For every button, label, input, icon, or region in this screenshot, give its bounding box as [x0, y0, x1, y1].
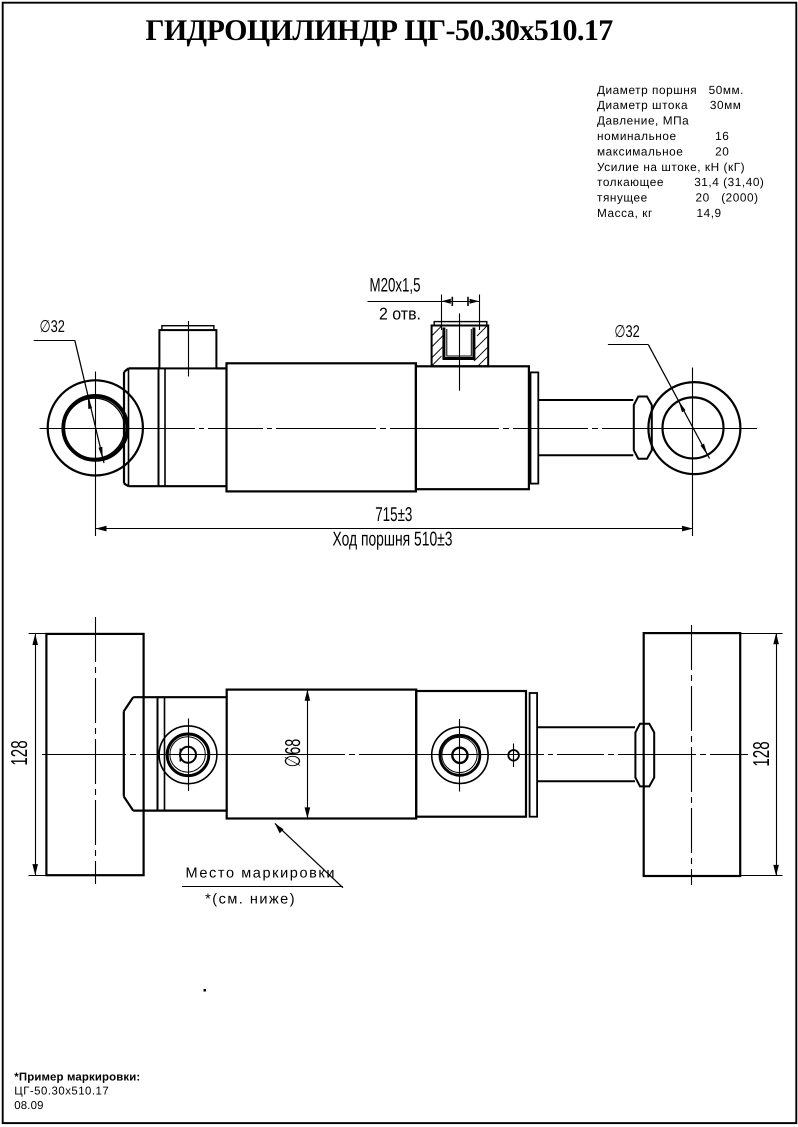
svg-text:Место маркировки: Место маркировки [186, 866, 337, 882]
svg-text:50мм.: 50мм. [709, 83, 744, 97]
svg-text:20 (2000): 20 (2000) [696, 191, 759, 205]
svg-text:Диаметр поршня: Диаметр поршня [597, 83, 697, 97]
svg-text:ГИДРОЦИЛИНДР ЦГ-50.30х510.17: ГИДРОЦИЛИНДР ЦГ-50.30х510.17 [145, 14, 613, 47]
svg-text:08.09: 08.09 [14, 1100, 43, 1112]
svg-text:∅32: ∅32 [614, 322, 639, 341]
svg-text:14,9: 14,9 [697, 206, 722, 220]
svg-text:30мм: 30мм [710, 98, 742, 112]
svg-text:20: 20 [715, 144, 729, 158]
svg-text:16: 16 [715, 129, 729, 143]
svg-text:Давление, МПа: Давление, МПа [597, 114, 689, 128]
svg-text:715±3: 715±3 [375, 504, 412, 526]
svg-text:тянущее: тянущее [597, 191, 648, 205]
svg-text:*Пример маркировки:: *Пример маркировки: [14, 1071, 140, 1083]
svg-text:ЦГ-50.30х510.17: ЦГ-50.30х510.17 [14, 1086, 109, 1098]
svg-text:Масса, кг: Масса, кг [597, 206, 653, 220]
svg-text:Ход поршня 510±3: Ход поршня 510±3 [333, 529, 453, 551]
svg-text:Усилие на штоке, кН (кГ): Усилие на штоке, кН (кГ) [597, 160, 745, 174]
svg-text:128: 128 [748, 741, 774, 766]
svg-text:*(см. ниже): *(см. ниже) [205, 892, 296, 908]
svg-text:Диаметр штока: Диаметр штока [597, 98, 688, 112]
svg-text:∅68: ∅68 [281, 739, 305, 768]
svg-text:максимальное: максимальное [597, 144, 683, 158]
svg-text:M20x1,5: M20x1,5 [370, 275, 421, 297]
svg-text:номинальное: номинальное [597, 129, 677, 143]
svg-text:31,4 (31,40): 31,4 (31,40) [694, 175, 764, 189]
svg-text:толкающее: толкающее [597, 175, 664, 189]
svg-text:2 отв.: 2 отв. [379, 305, 421, 324]
svg-text:∅32: ∅32 [40, 317, 65, 336]
svg-text:128: 128 [6, 740, 32, 765]
